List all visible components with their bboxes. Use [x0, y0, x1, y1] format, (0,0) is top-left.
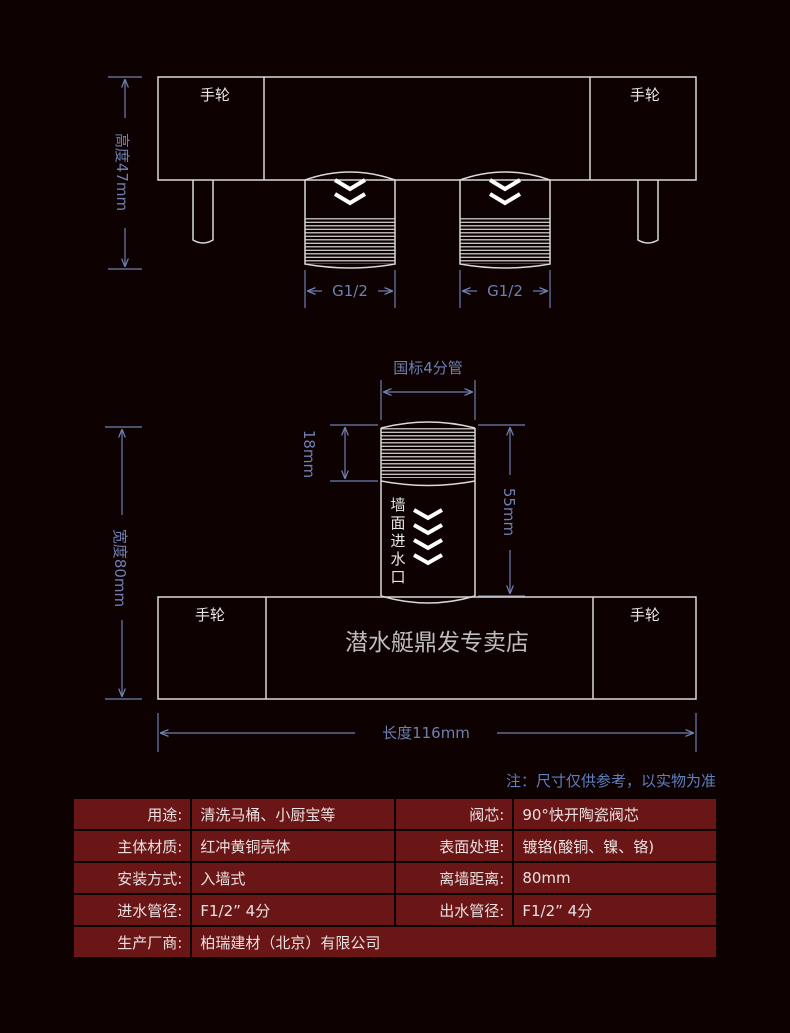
top-view	[157, 76, 697, 269]
spec-value: 入墙式	[192, 863, 394, 893]
table-row: 用途: 清洗马桶、小厨宝等 阀芯: 90°快开陶瓷阀芯	[74, 799, 716, 829]
thread-label-left: G1/2	[332, 282, 368, 300]
spec-value: 90°快开陶瓷阀芯	[514, 799, 716, 829]
spec-value: 柏瑞建材（北京）有限公司	[192, 927, 716, 957]
spec-value: 80mm	[514, 863, 716, 893]
table-row: 主体材质: 红冲黄铜壳体 表面处理: 镀铬(酸铜、镍、铬)	[74, 831, 716, 861]
length-dimension	[157, 713, 697, 752]
spec-value: 清洗马桶、小厨宝等	[192, 799, 394, 829]
inlet-char-1: 墙	[390, 496, 405, 514]
spec-key: 安装方式:	[74, 863, 191, 893]
spec-value: 镀铬(酸铜、镍、铬)	[514, 831, 716, 861]
thread-length-label: 18mm	[300, 430, 318, 478]
table-row: 生产厂商: 柏瑞建材（北京）有限公司	[74, 927, 716, 957]
inlet-char-4: 水	[390, 550, 405, 568]
handwheel-label-top-left: 手轮	[200, 86, 230, 104]
inlet-char-3: 进	[390, 532, 405, 550]
table-row: 安装方式: 入墙式 离墙距离: 80mm	[74, 863, 716, 893]
thread-dimensions	[304, 270, 551, 308]
spec-value: F1/2” 4分	[514, 895, 716, 925]
pipe-dimensions	[330, 380, 525, 597]
shop-watermark: 潜水艇鼎发专卖店	[345, 630, 529, 656]
spout-right	[637, 180, 659, 244]
width-label: 宽度80mm	[111, 529, 129, 607]
pipe-standard-label: 国标4分管	[393, 359, 463, 377]
spec-table: 用途: 清洗马桶、小厨宝等 阀芯: 90°快开陶瓷阀芯 主体材质: 红冲黄铜壳体…	[72, 797, 718, 959]
inlet-vertical-text: 墙 面 进 水 口	[390, 496, 405, 586]
spec-key: 出水管径:	[395, 895, 513, 925]
handwheel-label-side-left: 手轮	[195, 606, 225, 624]
spec-key: 生产厂商:	[74, 927, 191, 957]
height-dimension	[108, 76, 142, 270]
width-dimension	[105, 426, 142, 700]
handwheel-label-top-right: 手轮	[630, 86, 660, 104]
thread-label-right: G1/2	[487, 282, 523, 300]
outlet-right	[459, 171, 551, 269]
inlet-char-2: 面	[390, 514, 405, 532]
disclaimer-note: 注：尺寸仅供参考，以实物为准	[505, 772, 716, 790]
spec-key: 阀芯:	[395, 799, 513, 829]
inlet-pipe	[380, 421, 476, 604]
pipe-length-label: 55mm	[500, 488, 518, 536]
spec-key: 用途:	[74, 799, 191, 829]
spec-key: 主体材质:	[74, 831, 191, 861]
spec-value: F1/2” 4分	[192, 895, 394, 925]
valve-body-top	[157, 76, 697, 181]
outlet-left	[304, 171, 396, 269]
spec-key: 表面处理:	[395, 831, 513, 861]
height-label: 高度47mm	[113, 133, 131, 211]
length-label: 长度116mm	[382, 724, 470, 742]
table-row: 进水管径: F1/2” 4分 出水管径: F1/2” 4分	[74, 895, 716, 925]
handwheel-label-side-right: 手轮	[630, 606, 660, 624]
valve-body-side	[157, 596, 697, 700]
spout-left	[192, 180, 214, 244]
inlet-char-5: 口	[390, 568, 405, 586]
spec-key: 进水管径:	[74, 895, 191, 925]
spec-key: 离墙距离:	[395, 863, 513, 893]
spec-value: 红冲黄铜壳体	[192, 831, 394, 861]
